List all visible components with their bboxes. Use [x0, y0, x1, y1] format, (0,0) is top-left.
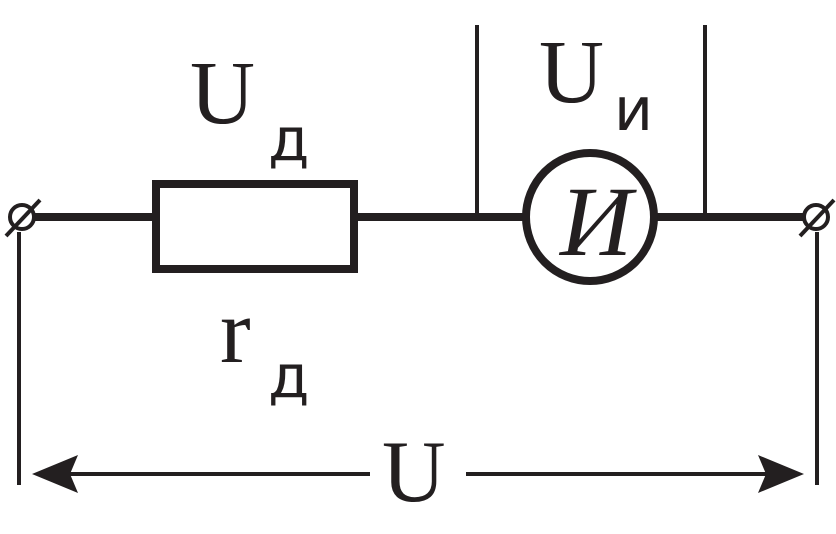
- labels: U д U и r д И U: [190, 23, 653, 521]
- total-voltage-reference-lines: [17, 232, 819, 485]
- resistor-rectangle-icon: [152, 180, 358, 273]
- meter-circle-icon: [522, 149, 658, 285]
- left-terminal: [4, 198, 42, 238]
- meter-voltage-sub-label: и: [614, 75, 653, 145]
- meter-voltage-main-label: U: [539, 23, 604, 122]
- double-arrow-icon: [32, 455, 804, 493]
- resistor-main-label: r: [220, 280, 251, 382]
- total-voltage-label: U: [382, 424, 446, 521]
- terminal-slash: [4, 198, 42, 238]
- arrow-head-right: [758, 455, 804, 493]
- resistor-voltage-sub-label: д: [268, 105, 309, 175]
- meter-symbol-label: И: [558, 166, 637, 277]
- resistor-sub-label: д: [268, 342, 309, 412]
- terminal-slash: [798, 198, 836, 238]
- meter-voltage-taps: [475, 25, 707, 217]
- right-terminal: [798, 198, 836, 238]
- resistor-voltage-main-label: U: [190, 44, 255, 143]
- arrow-head-left: [32, 455, 78, 493]
